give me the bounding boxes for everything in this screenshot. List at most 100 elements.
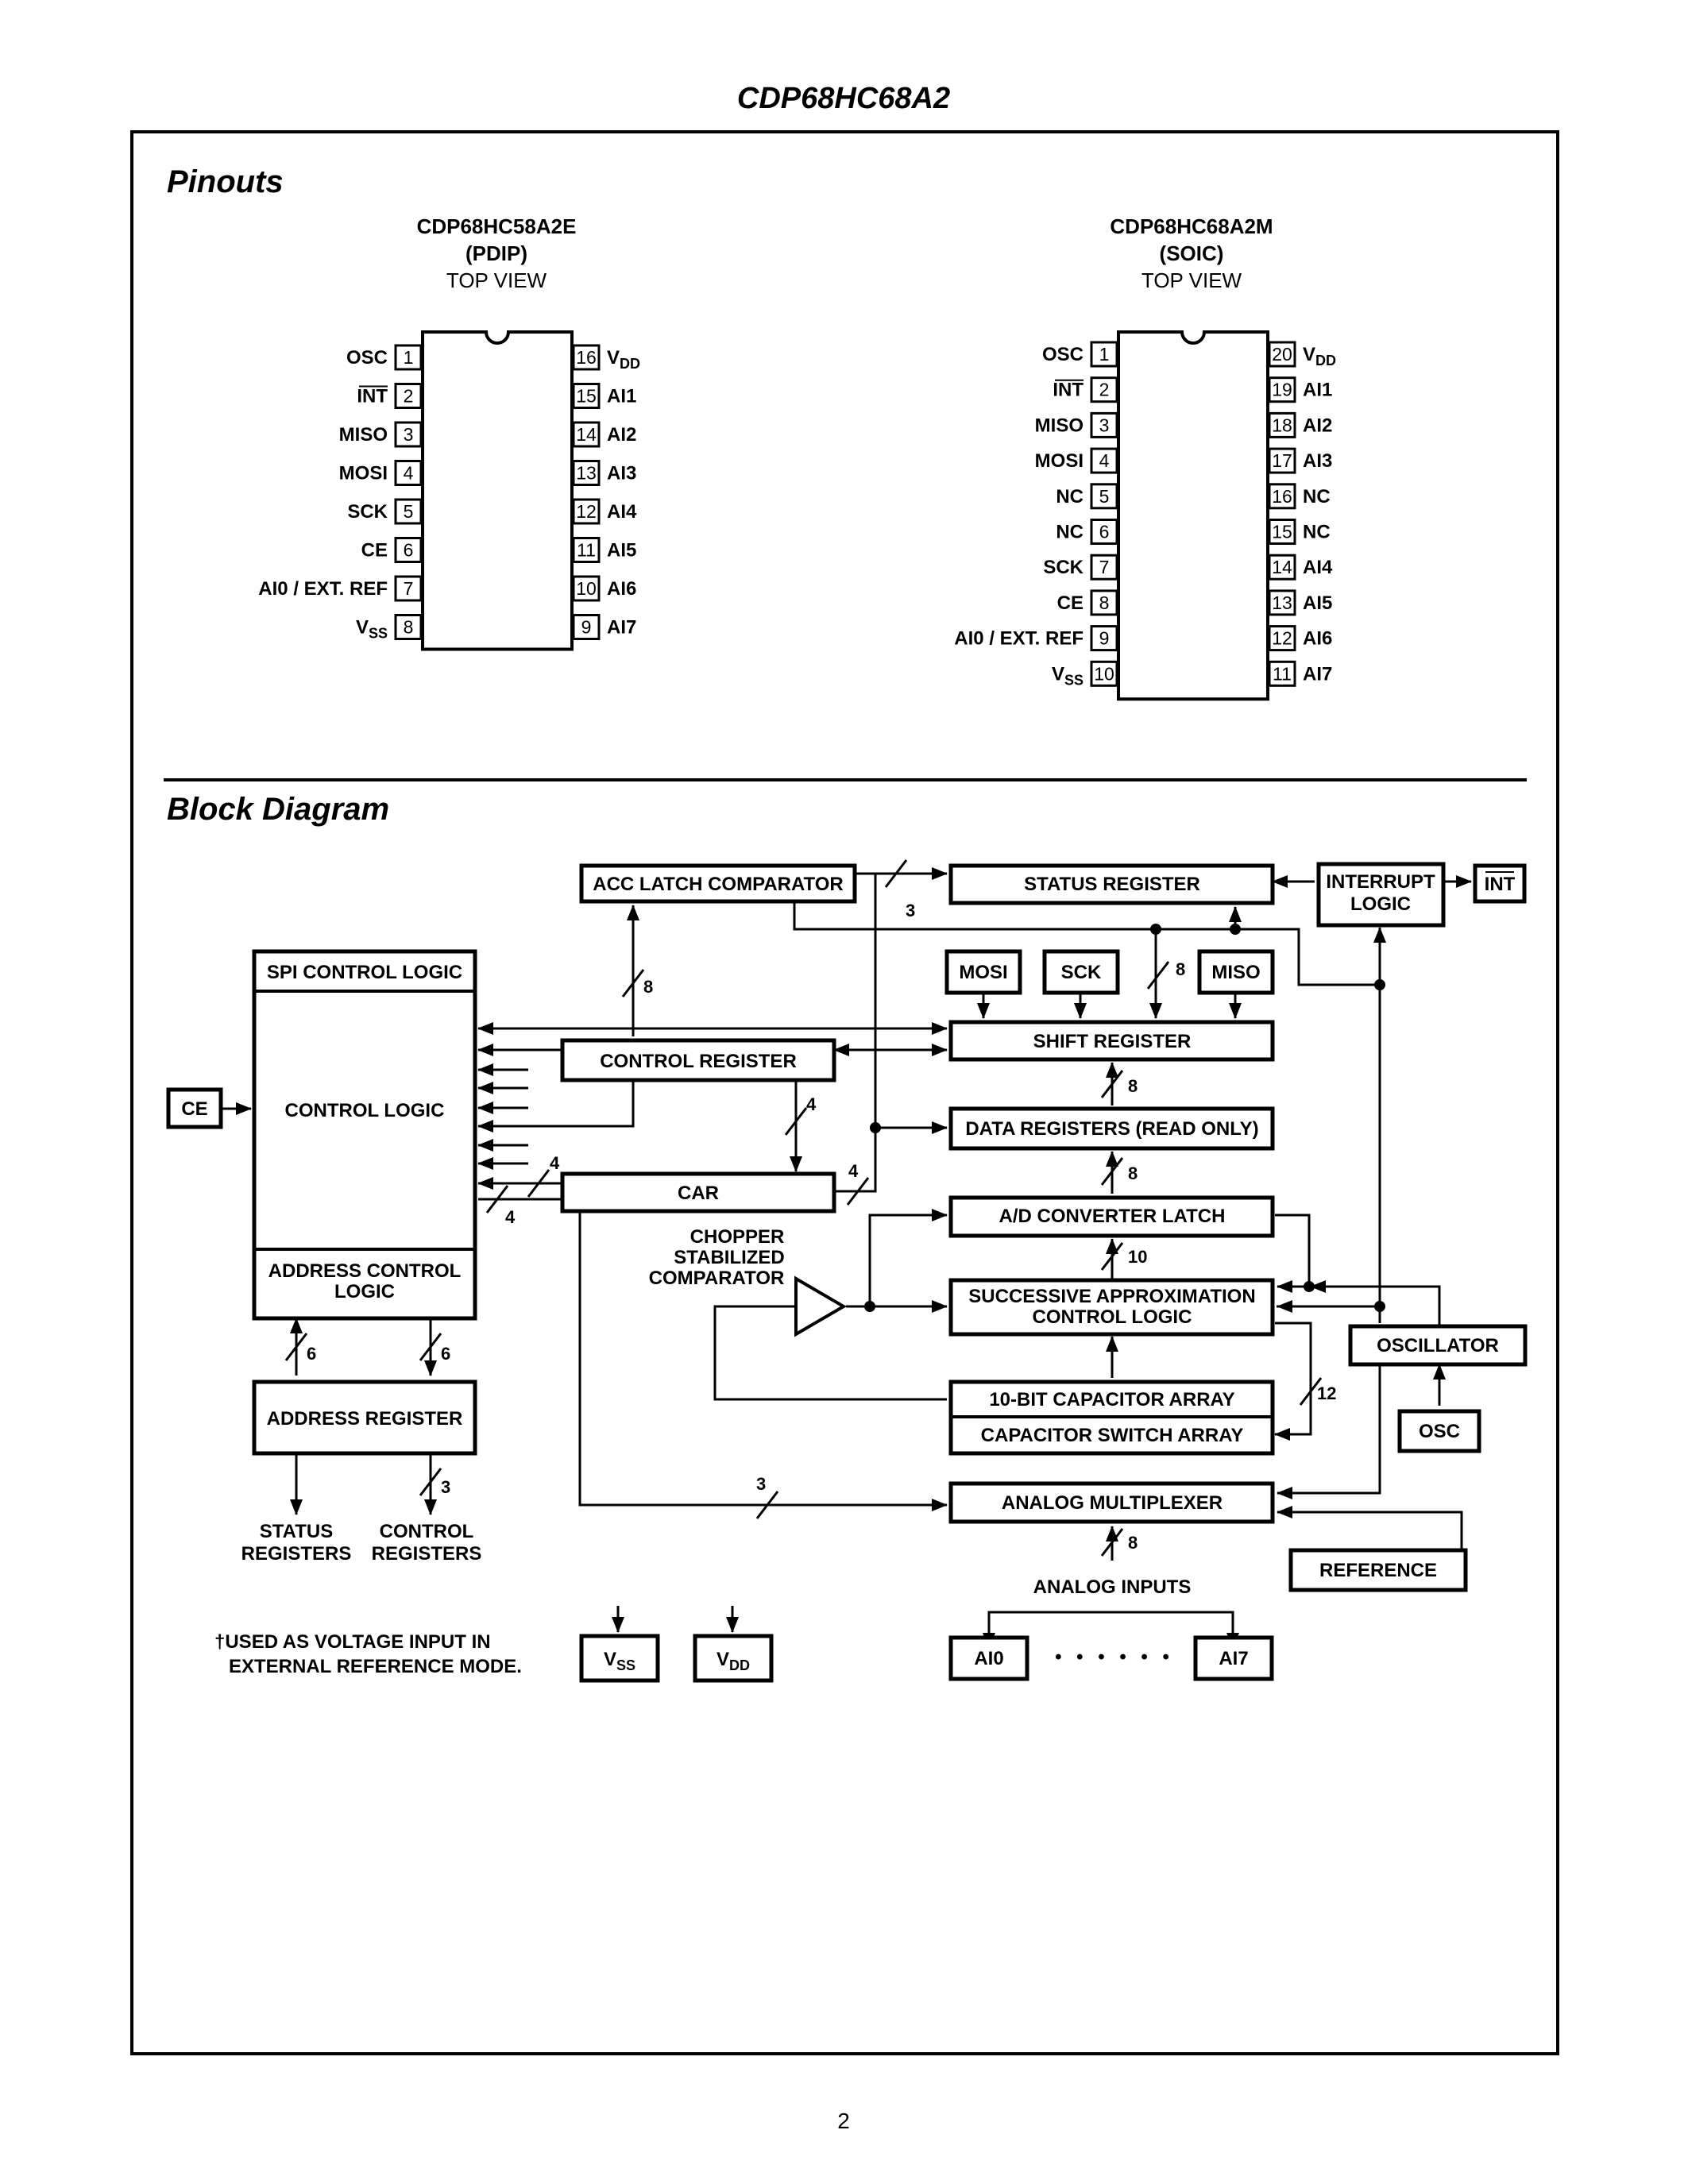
- soic-pin-number: 10: [1094, 663, 1114, 684]
- pdip-pin-box: [572, 575, 601, 602]
- bus-width-ctl-car-a: 4: [550, 1153, 560, 1173]
- pdip-pin-label: AI3: [607, 463, 636, 484]
- bus-slash-mark: [884, 859, 908, 888]
- control-registers-label-1: CONTROL: [380, 1521, 474, 1542]
- pdip-pin-number: 9: [581, 617, 592, 638]
- comparator-triangle-icon: [794, 1275, 847, 1337]
- pdip-pin-box: [394, 421, 423, 448]
- pdip-pin-number: 15: [576, 386, 597, 407]
- soic-pin-box: [1090, 411, 1118, 438]
- pdip-pin-number: 10: [576, 578, 597, 599]
- control-register-block: [560, 1038, 836, 1082]
- soic-pin-number: 9: [1099, 628, 1110, 649]
- bus-slash-mark: [621, 969, 645, 997]
- control-register-label: CONTROL REGISTER: [600, 1051, 797, 1072]
- pdip-pin-label: AI7: [607, 617, 636, 639]
- soic-pin-box: [1090, 589, 1118, 616]
- soic-pin-number: 19: [1272, 380, 1292, 400]
- bus-slash-mark: [846, 1177, 870, 1206]
- miso-output-block: [1197, 949, 1275, 995]
- bus-width-data-latch: 8: [1128, 1163, 1138, 1183]
- footnote-line-2: EXTERNAL REFERENCE MODE.: [229, 1656, 522, 1677]
- status-registers-label-1: STATUS: [260, 1521, 333, 1542]
- soic-pin-number: 5: [1099, 486, 1110, 507]
- pdip-pin-number: 3: [404, 424, 414, 445]
- soic-chip-body: [1117, 330, 1269, 701]
- soic-pin-label: CE: [1057, 592, 1083, 614]
- bus-slash-mark: [755, 1491, 779, 1519]
- pdip-pin-number: 2: [404, 386, 414, 407]
- soic-pin-label: AI7: [1303, 663, 1332, 685]
- soic-pin-label: VSS: [1052, 663, 1083, 688]
- soic-pin-label: OSC: [1042, 344, 1083, 365]
- pdip-pin-box: [394, 344, 423, 371]
- soic-pin-label: MOSI: [1035, 450, 1083, 472]
- address-register-label: ADDRESS REGISTER: [267, 1408, 463, 1430]
- soic-pin-box: [1090, 376, 1118, 403]
- ai0-input-block: [948, 1635, 1029, 1681]
- sar-control-logic-label-1: SUCCESSIVE APPROXIMATION: [968, 1286, 1255, 1307]
- soic-part-name: CDP68HC68A2M: [1110, 214, 1273, 238]
- ai-dots: • • • • • •: [1055, 1646, 1174, 1668]
- acc-latch-comparator-label: ACC LATCH COMPARATOR: [593, 874, 844, 895]
- pdip-pin-label: MISO: [339, 424, 388, 446]
- soic-pin-box: [1090, 660, 1118, 687]
- page-number: 2: [837, 2109, 850, 2133]
- vdd-supply-label: VDD: [717, 1649, 750, 1673]
- pdip-pin-box: [572, 460, 601, 486]
- address-control-logic-label-1: ADDRESS CONTROL: [268, 1260, 462, 1282]
- soic-pin-box: [1268, 447, 1296, 474]
- soic-pin-box: [1090, 519, 1118, 545]
- pdip-pin-label: AI6: [607, 578, 636, 600]
- oscillator-label: OSCILLATOR: [1377, 1335, 1499, 1356]
- status-register-label: STATUS REGISTER: [1024, 874, 1200, 895]
- interrupt-logic-block: [1316, 862, 1446, 928]
- soic-pin-number: 8: [1099, 592, 1110, 613]
- pdip-pin-number: 11: [577, 540, 596, 561]
- pdip-package: CDP68HC58A2E (PDIP) TOP VIEW: [417, 214, 577, 292]
- soic-package-label: (SOIC): [1160, 241, 1224, 265]
- bus-width-acc-status: 3: [906, 901, 915, 920]
- soic-pin-number: 16: [1272, 486, 1292, 507]
- pdip-part-name: CDP68HC58A2E: [417, 214, 577, 238]
- soic-pin-label: NC: [1303, 522, 1331, 543]
- pdip-pin-label: AI2: [607, 424, 636, 446]
- data-registers-label: DATA REGISTERS (READ ONLY): [965, 1118, 1258, 1140]
- bus-slash-mark: [1100, 1528, 1124, 1557]
- soic-pin-number: 6: [1099, 522, 1110, 542]
- pdip-pin-box: [394, 383, 423, 409]
- pdip-pin-number: 16: [576, 347, 597, 368]
- bus-width-addr-ctl-b: 6: [441, 1344, 450, 1364]
- pdip-pin-box: [394, 537, 423, 563]
- bus-slash-mark: [1100, 1242, 1124, 1271]
- sar-control-logic-label-2: CONTROL LOGIC: [1033, 1306, 1192, 1328]
- oscillator-block: [1348, 1324, 1528, 1367]
- pdip-pin-label: VDD: [607, 347, 640, 372]
- bus-width-inputs-mux: 8: [1128, 1533, 1138, 1553]
- soic-pin-number: 3: [1099, 415, 1110, 435]
- spi-control-logic-label: SPI CONTROL LOGIC: [267, 962, 462, 983]
- bus-slash-mark: [1100, 1070, 1124, 1098]
- bus-width-acc-ctrl: 8: [643, 977, 653, 997]
- chopper-comparator-label-2: STABILIZED: [674, 1247, 785, 1268]
- interrupt-logic-label-2: LOGIC: [1350, 893, 1411, 915]
- soic-pin-box: [1268, 554, 1296, 581]
- bus-width-latch-sar: 10: [1128, 1247, 1147, 1267]
- analog-multiplexer-label: ANALOG MULTIPLEXER: [1002, 1492, 1223, 1514]
- bus-width-car-mux: 3: [756, 1474, 766, 1494]
- soic-pin-number: 1: [1099, 344, 1110, 365]
- reference-label: REFERENCE: [1319, 1560, 1437, 1581]
- address-register-block: [252, 1379, 477, 1456]
- pdip-pin-box: [394, 460, 423, 486]
- bus-slash-mark: [1146, 961, 1170, 990]
- control-logic-label: CONTROL LOGIC: [285, 1100, 445, 1121]
- pdip-pin-label: AI5: [607, 540, 636, 561]
- car-label: CAR: [678, 1183, 719, 1204]
- soic-pin-number: 18: [1272, 415, 1292, 435]
- bus-slash-mark: [527, 1169, 550, 1198]
- soic-pin-box: [1268, 411, 1296, 438]
- pdip-pin-number: 13: [576, 463, 597, 484]
- pdip-pin-label: VSS: [356, 617, 388, 642]
- soic-pin-label: NC: [1056, 486, 1083, 507]
